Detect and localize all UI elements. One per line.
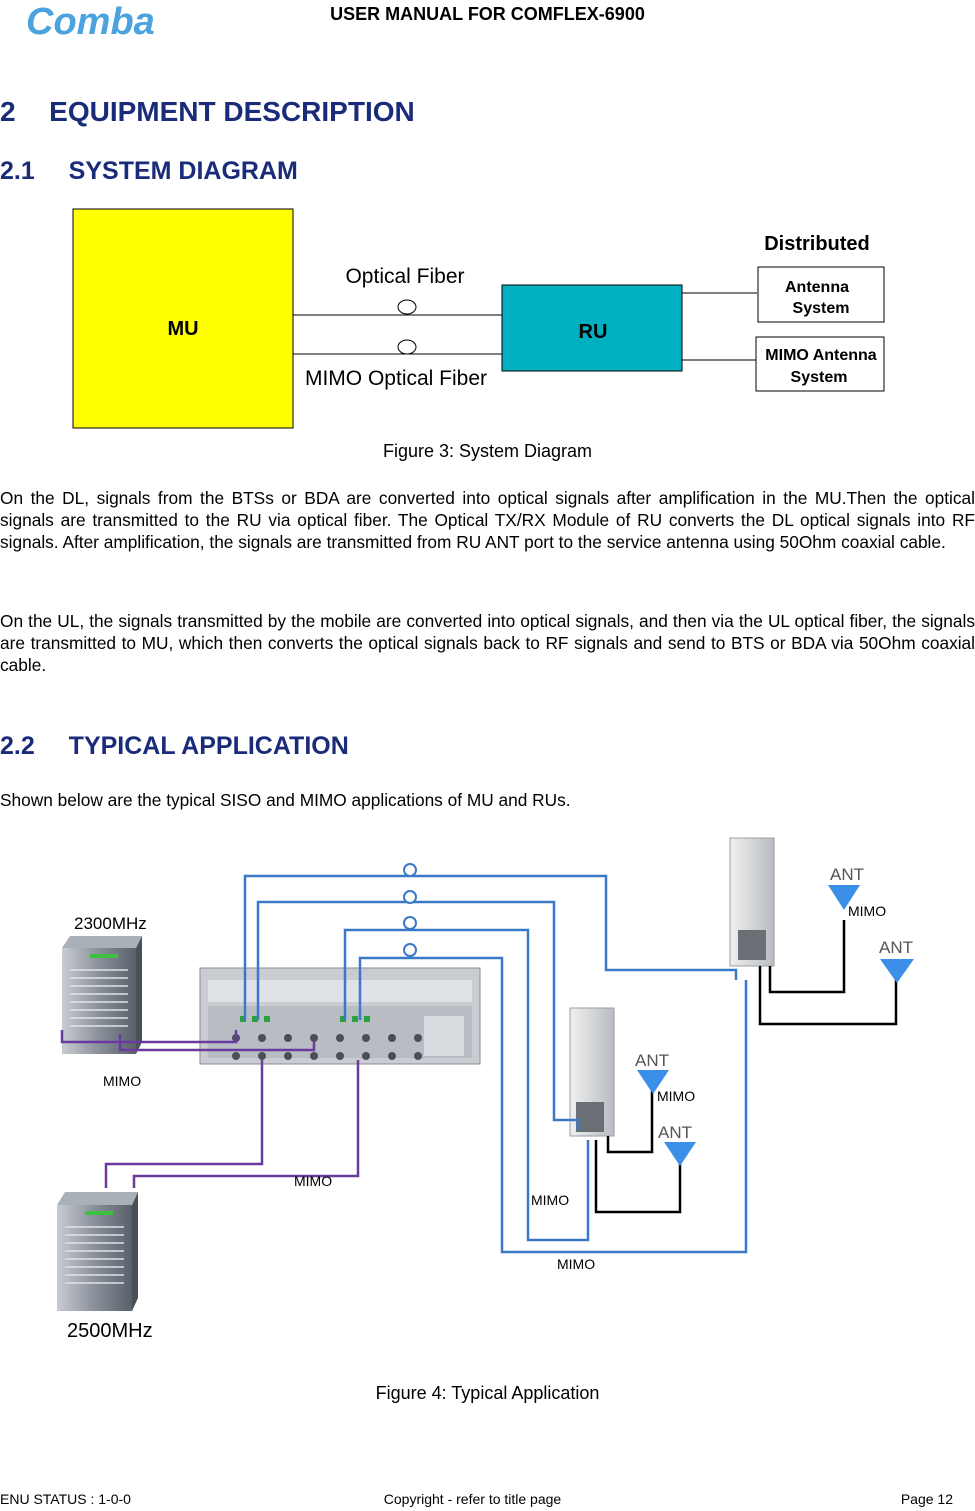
subsection-heading-2-1: 2.1 SYSTEM DIAGRAM [0,157,298,186]
section-number: 2 [0,96,16,127]
antenna-icon [664,1142,696,1166]
fiber-connector-icon [403,890,417,904]
comba-logo: Comba [26,2,155,42]
subsection-heading-2-2: 2.2 TYPICAL APPLICATION [0,732,349,761]
subsection-title: TYPICAL APPLICATION [68,732,349,760]
coax-line [60,1030,238,1044]
fiber-line [343,928,590,1242]
mimo-label: MIMO [657,1088,695,1104]
distributed-label: Distributed [764,233,870,255]
typical-application-diagram: 2300MHz 2500MHz [57,837,914,1342]
bts-2500-server-icon [57,1192,138,1311]
ru-box [501,284,683,372]
ant-label: ANT [635,1051,669,1070]
antenna-label-line1: Antenna [785,279,849,296]
fiber-line [243,874,738,1020]
mu-rack-unit [199,967,481,1065]
section-heading: 2 EQUIPMENT DESCRIPTION [0,96,415,128]
subsection-number: 2.1 [0,157,35,185]
paragraph-applications: Shown below are the typical SISO and MIM… [0,790,571,810]
ru-label: RU [579,321,608,343]
paragraph-dl: On the DL, signals from the BTSs or BDA … [0,488,975,552]
antenna-icon [637,1070,669,1094]
fiber-line [256,900,580,1130]
antenna-icon [828,885,860,910]
fiber-connector-icon [397,339,417,355]
subsection-title: SYSTEM DIAGRAM [68,157,298,185]
paragraph-ul: On the UL, the signals transmitted by th… [0,611,975,675]
mimo-label: MIMO [103,1073,141,1089]
mimo-antenna-label-line2: System [791,369,848,386]
figure3-caption: Figure 3: System Diagram [382,441,593,461]
antenna-system-box [757,266,885,323]
footer-page-number: Page 12 [900,1491,953,1507]
antenna-cable [594,1140,682,1214]
fiber-line [358,956,748,1254]
mimo-antenna-system-box [755,336,885,392]
label-2500mhz: 2500MHz [67,1320,153,1342]
optical-fiber-label: Optical Fiber [345,265,464,288]
mimo-label: MIMO [848,903,886,919]
fiber-connector-icon [403,863,417,877]
antenna-cable [758,966,898,1026]
coax-line [132,1060,360,1188]
mimo-label: MIMO [294,1173,332,1189]
mu-label: MU [167,318,198,340]
ru-unit-small [569,1007,615,1137]
fiber-connector-icon [403,943,417,957]
fiber-connector-icon [397,299,417,315]
subsection-number: 2.2 [0,732,35,760]
system-diagram: MU Optical Fiber MIMO Optical Fiber RU D… [72,208,885,429]
antenna-icon [880,959,914,983]
mimo-label: MIMO [557,1256,595,1272]
manual-title: USER MANUAL FOR COMFLEX-6900 [330,4,645,24]
mu-box [72,208,294,429]
label-2300mhz: 2300MHz [74,914,147,933]
mimo-optical-fiber-label: MIMO Optical Fiber [305,367,487,390]
ant-label: ANT [830,865,864,884]
antenna-cable [606,1080,654,1154]
footer-copyright: Copyright - refer to title page [383,1491,562,1507]
logo-text: Comba [26,2,155,42]
coax-line [104,1060,264,1188]
coax-line [118,1034,316,1052]
mimo-antenna-label-line1: MIMO Antenna [765,347,877,364]
antenna-cable [768,920,846,994]
bts-2300-server-icon [62,936,142,1054]
section-title: EQUIPMENT DESCRIPTION [49,96,415,127]
ru-unit-large [729,837,775,967]
antenna-label-line2: System [793,300,850,317]
figure4-caption: Figure 4: Typical Application [375,1383,600,1403]
ant-label: ANT [879,938,913,957]
mimo-label: MIMO [531,1192,569,1208]
fiber-connector-icon [403,916,417,930]
ant-label: ANT [658,1123,692,1142]
footer-status: ENU STATUS : 1-0-0 [0,1491,131,1507]
